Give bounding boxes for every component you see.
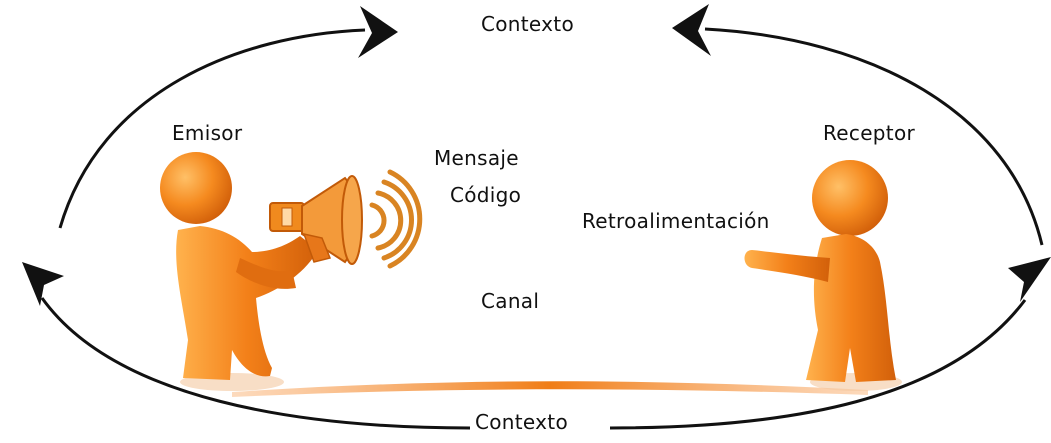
arc-top-right <box>704 27 1044 246</box>
receiver-arm <box>744 250 830 282</box>
arc-bottom-right <box>609 299 1027 430</box>
megaphone-handle-slot <box>281 207 293 227</box>
channel-ground-line <box>232 381 868 397</box>
receiver-label: Receptor <box>823 121 915 145</box>
arc-bottom-left <box>40 297 471 430</box>
receiver-body <box>806 234 896 382</box>
sender-body <box>176 226 318 380</box>
sound-waves-icon <box>369 169 423 269</box>
sender-rear-arm <box>236 258 296 289</box>
arrowhead-top-right <box>672 4 711 56</box>
megaphone-bell <box>341 175 363 265</box>
context-top-label: Contexto <box>481 12 574 36</box>
feedback-label: Retroalimentación <box>582 209 770 233</box>
sender-head <box>160 152 232 224</box>
message-label: Mensaje <box>434 146 519 170</box>
context-cycle-arrows <box>22 4 1051 430</box>
arrowhead-bottom-left <box>22 262 64 306</box>
channel-label: Canal <box>481 289 540 313</box>
sender-label: Emisor <box>172 121 243 145</box>
arrowhead-bottom-right <box>1008 257 1051 302</box>
megaphone-icon <box>269 175 363 265</box>
megaphone-grip <box>302 232 332 263</box>
code-label: Código <box>450 183 522 207</box>
arrowhead-top-left <box>358 6 398 58</box>
receiver-head <box>812 160 888 236</box>
sender-figure <box>160 152 318 391</box>
arc-top-left <box>58 28 366 229</box>
context-bottom-label: Contexto <box>475 410 568 434</box>
receiver-figure <box>744 160 902 391</box>
